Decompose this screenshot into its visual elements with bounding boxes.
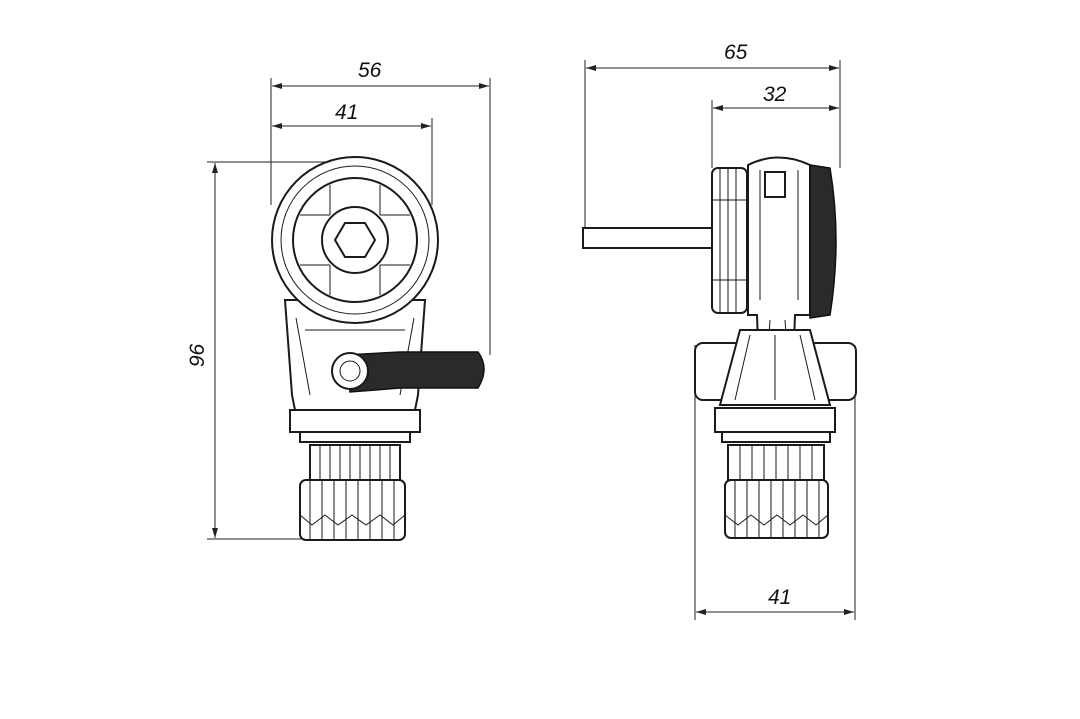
front-view-part <box>271 156 485 541</box>
dim-label-56: 56 <box>358 59 382 82</box>
dim-label-41-base: 41 <box>768 586 792 609</box>
dim-label-65: 65 <box>724 41 748 64</box>
dim-label-41: 41 <box>335 101 359 124</box>
side-view-part <box>582 156 857 539</box>
dim-label-96: 96 <box>186 343 210 368</box>
dim-label-32: 32 <box>763 83 787 106</box>
front-dimensions <box>207 78 491 540</box>
